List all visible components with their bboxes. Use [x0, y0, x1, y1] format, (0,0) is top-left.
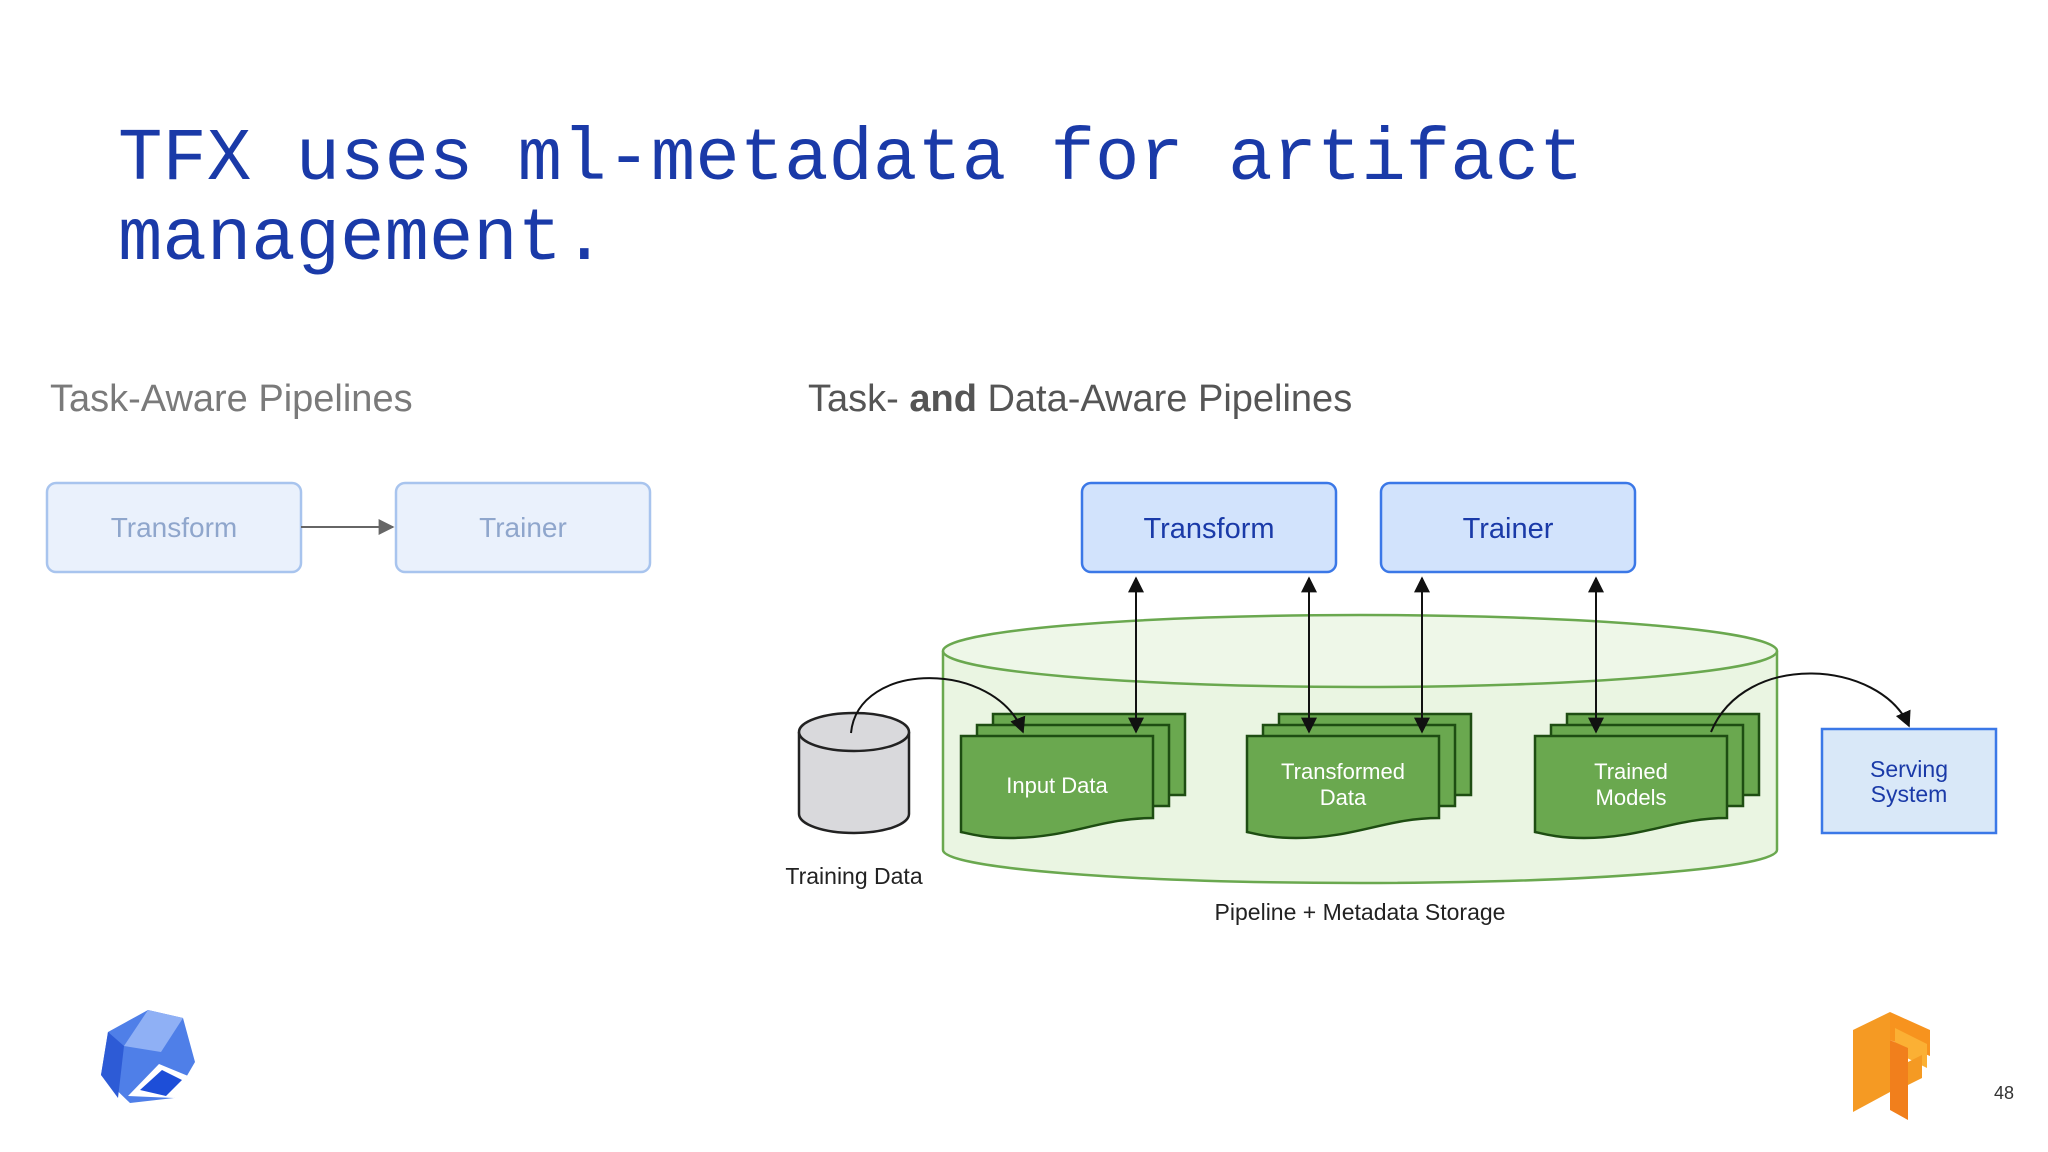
- trainer-label: Trainer: [1463, 513, 1554, 545]
- data-aware-heading-bold: and: [909, 378, 977, 420]
- transformed-data-artifact: Transformed Data: [1245, 712, 1473, 840]
- trained-models-label-1: Trained: [1594, 759, 1668, 784]
- trainer-component[interactable]: Trainer: [1379, 481, 1637, 574]
- trainer-box[interactable]: [1379, 481, 1637, 574]
- kubeflow-logo-facet-light: [124, 1010, 183, 1052]
- serving-system-label-2: System: [1871, 781, 1948, 807]
- transform-component[interactable]: Transform: [1080, 481, 1338, 574]
- input-data-artifact: Input Data: [959, 712, 1187, 840]
- deploy-arrow: [1710, 672, 1911, 733]
- transform-box[interactable]: [1080, 481, 1338, 574]
- task-aware-pipeline: Transform Trainer: [45, 481, 652, 574]
- storage-label: Pipeline + Metadata Storage: [1215, 899, 1506, 925]
- data-aware-heading-prefix: Task-: [808, 378, 910, 420]
- tensorflow-logo-side-arm: [1908, 1055, 1922, 1085]
- slide-title: TFX uses ml-metadata for artifact manage…: [118, 120, 1718, 280]
- kubeflow-logo-facet-accent: [140, 1070, 182, 1096]
- tensorflow-logo-left-wing: [1853, 1012, 1890, 1112]
- input-data-sheet-front: [959, 734, 1155, 840]
- tensorflow-logo: [1853, 1012, 1930, 1120]
- tensorflow-logo-stem: [1890, 1040, 1908, 1120]
- input-data-label: Input Data: [1006, 773, 1108, 798]
- transformed-data-label-1: Transformed: [1281, 759, 1405, 784]
- transform-label: Transform: [1143, 513, 1274, 545]
- kubeflow-logo-facet-dark: [101, 1032, 124, 1098]
- transformed-data-label-2: Data: [1320, 785, 1367, 810]
- faded-transform-label: Transform: [111, 512, 238, 543]
- serving-system-label-1: Serving: [1870, 756, 1948, 782]
- page-number: 48: [1993, 1083, 2014, 1103]
- serving-system-box: [1820, 727, 1998, 835]
- trained-models-label-2: Models: [1596, 785, 1667, 810]
- transformed-data-sheet-front: [1245, 734, 1441, 840]
- faded-trainer-box: [394, 481, 652, 574]
- title-line-1: TFX uses ml-metadata for artifact: [118, 118, 1584, 202]
- task-aware-heading: Task-Aware Pipelines: [50, 378, 413, 420]
- training-data-top: [797, 711, 911, 753]
- trained-models-sheet-front: [1533, 734, 1729, 840]
- storage-top: [941, 613, 1779, 689]
- faded-trainer-label: Trainer: [479, 512, 567, 543]
- serving-system: Serving System: [1820, 727, 1998, 835]
- training-data-label: Training Data: [785, 863, 922, 889]
- title-line-2: management.: [118, 198, 607, 282]
- data-aware-heading: Task- and Data-Aware Pipelines: [808, 378, 1352, 421]
- data-aware-heading-suffix: Data-Aware Pipelines: [976, 378, 1353, 420]
- training-data-body: [797, 732, 911, 835]
- kubeflow-logo: [101, 1010, 195, 1103]
- ingest-arrow: [850, 677, 1026, 734]
- training-data-cylinder: [797, 711, 911, 835]
